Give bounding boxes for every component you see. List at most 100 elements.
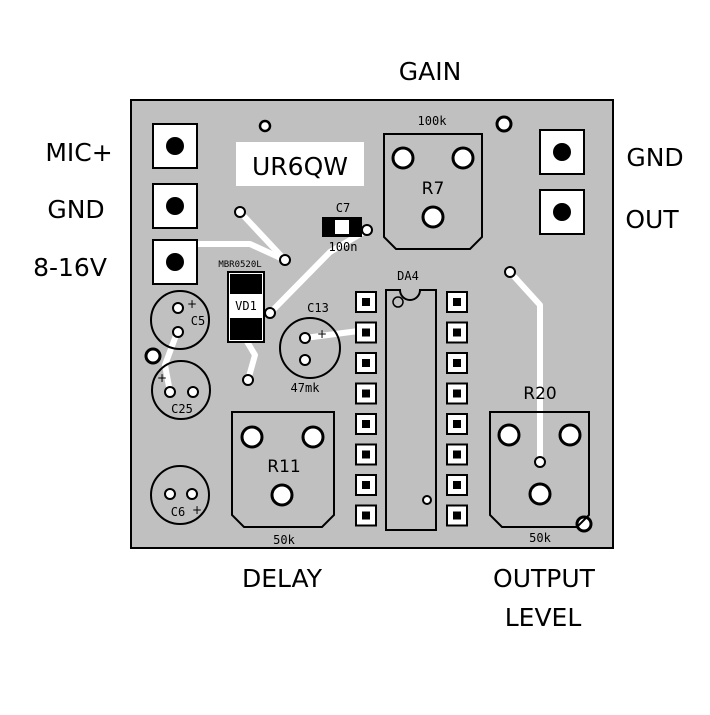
- pad-gnd-left-hole: [166, 197, 184, 215]
- c5-plus: +: [187, 297, 197, 311]
- pad-mic-plus-hole: [166, 137, 184, 155]
- da4-pad-hole: [362, 359, 370, 367]
- diode-pad-bottom: [230, 318, 262, 340]
- r20-pad-2: [558, 423, 582, 447]
- c25-plus: +: [157, 371, 167, 385]
- label-out: OUT: [625, 205, 679, 234]
- da4-pad-hole: [453, 328, 461, 337]
- c13-value: 47mk: [291, 381, 321, 395]
- via-7: [534, 456, 546, 468]
- c25-pad-2: [187, 386, 199, 398]
- diode-pad-top: [230, 274, 262, 294]
- c5-outline: [150, 290, 210, 350]
- da4-pad-hole: [362, 389, 370, 398]
- da4-outline: [385, 289, 437, 531]
- c13-name: C13: [307, 301, 329, 315]
- da4-pad-hole: [362, 481, 370, 489]
- da4-pad-hole: [362, 450, 370, 459]
- r7-value: 100k: [418, 114, 448, 128]
- c5-pad-1: [172, 302, 184, 314]
- da4-pad-hole: [453, 481, 461, 489]
- via-1: [234, 206, 246, 218]
- via-6: [504, 266, 516, 278]
- c25-pad-1: [164, 386, 176, 398]
- label-gnd-left: GND: [47, 195, 104, 224]
- label-gnd-right: GND: [626, 143, 683, 172]
- c7-name: C7: [336, 201, 350, 215]
- da4-pad-hole: [453, 389, 461, 398]
- pad-gnd-right-hole: [553, 143, 571, 161]
- mounting-holes: [144, 115, 593, 533]
- r11-name: R11: [267, 457, 300, 477]
- da4-pad-hole: [362, 328, 370, 337]
- label-delay: DELAY: [242, 564, 323, 593]
- trace-supply-diode: [172, 241, 288, 263]
- diode-name: VD1: [235, 299, 257, 313]
- c25-name: C25: [171, 402, 193, 416]
- da4-pad-hole: [453, 359, 461, 367]
- trace-via-left: [237, 209, 288, 263]
- c6-outline: [150, 465, 210, 525]
- c6-pad-2: [186, 488, 198, 500]
- capacitor-c13: C13 + 47mk: [279, 301, 341, 395]
- diode-vd1: MBR0520L VD1: [218, 260, 265, 343]
- vias: [234, 206, 546, 505]
- connector-left: [152, 123, 198, 285]
- da4-pad-hole: [453, 450, 461, 459]
- pad-out-hole: [553, 203, 571, 221]
- hole-1: [258, 119, 272, 133]
- da4-pad-hole: [453, 298, 461, 306]
- label-supply: 8-16V: [33, 253, 107, 282]
- c13-outline: [279, 317, 341, 379]
- c7-center: [335, 220, 349, 234]
- r11-pad-2: [301, 425, 325, 449]
- da4-name: DA4: [397, 269, 419, 283]
- logo-box: [236, 142, 364, 186]
- r20-pad-wiper: [528, 482, 552, 506]
- capacitor-c7: C7 100n: [322, 201, 362, 254]
- da4-pads: [355, 291, 468, 527]
- diode-part: MBR0520L: [218, 260, 261, 270]
- label-output-level-1: OUTPUT: [493, 564, 596, 593]
- pad-supply-hole: [166, 253, 184, 271]
- c13-pad-1: [299, 332, 311, 344]
- capacitor-c6: C6 +: [150, 465, 210, 525]
- label-gain: GAIN: [399, 57, 462, 86]
- r11-pad-wiper: [270, 483, 294, 507]
- connector-right: [539, 129, 585, 235]
- da4-pad-hole: [362, 511, 370, 520]
- hole-2: [495, 115, 513, 133]
- da4-pad-hole: [362, 298, 370, 306]
- via-2: [279, 254, 291, 266]
- r7-name: R7: [422, 179, 445, 199]
- c6-name: C6: [171, 505, 185, 519]
- pad-mic-plus: [152, 123, 198, 169]
- capacitor-c25: + C25: [151, 360, 211, 420]
- hole-3: [144, 347, 162, 365]
- label-output-level-2: LEVEL: [505, 603, 582, 632]
- r20-pad-1: [497, 423, 521, 447]
- c5-pad-2: [172, 326, 184, 338]
- da4-pin1-mark: [392, 296, 404, 308]
- r20-outline: [489, 411, 590, 528]
- c7-value: 100n: [329, 240, 358, 254]
- via-8: [422, 495, 432, 505]
- trace-r20-wiper: [507, 269, 543, 463]
- r11-outline: [231, 411, 335, 528]
- c13-plus: +: [317, 327, 327, 341]
- da4-pad-hole: [453, 420, 461, 428]
- r7-pad-wiper: [421, 205, 445, 229]
- c13-pad-2: [299, 354, 311, 366]
- r11-pad-1: [240, 425, 264, 449]
- trimmer-r20: R20 50k: [489, 384, 590, 545]
- trimmer-r7: 100k R7: [383, 114, 483, 250]
- r11-value: 50k: [273, 533, 295, 547]
- r20-name: R20: [523, 384, 556, 404]
- trimmer-r11: R11 50k: [231, 411, 335, 547]
- c5-name: C5: [191, 314, 205, 328]
- via-3: [361, 224, 373, 236]
- c25-outline: [151, 360, 211, 420]
- ic-da4: DA4: [355, 269, 468, 531]
- logo-text: UR6QW: [252, 152, 348, 181]
